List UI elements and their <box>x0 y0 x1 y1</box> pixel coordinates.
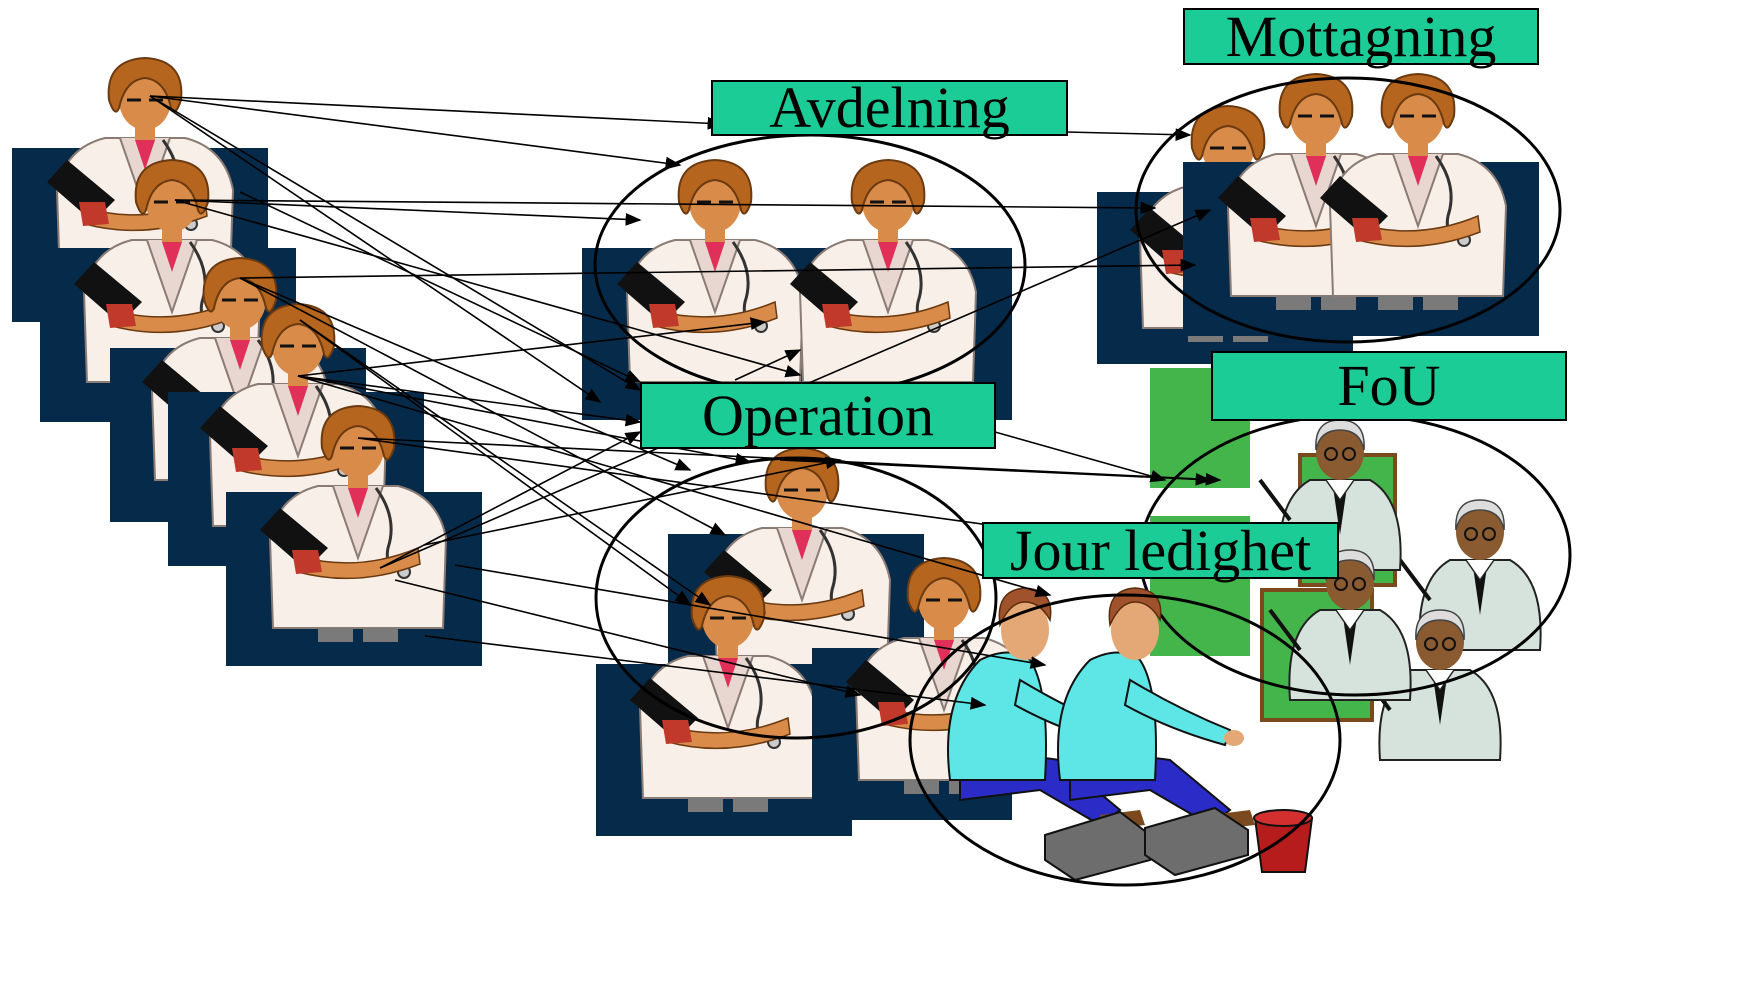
mottagning-ellipse <box>1134 76 1562 344</box>
label-avdelning: Avdelning <box>711 79 1068 137</box>
doctor-figure <box>615 158 805 398</box>
doctor-figure <box>788 158 978 398</box>
label-mottagning: Mottagning <box>1183 7 1539 65</box>
avdelning-group <box>582 133 1027 420</box>
jour-ellipse <box>908 593 1342 887</box>
operation-ellipse <box>594 456 998 740</box>
label-jour-ledighet: Jour ledighet <box>982 521 1339 579</box>
toolbox <box>1044 810 1151 882</box>
label-operation: Operation <box>640 382 996 449</box>
toolbox <box>1144 806 1249 877</box>
mottagning-group <box>1097 72 1562 364</box>
jour-group <box>908 587 1342 887</box>
staff-pool <box>12 56 482 666</box>
assignment-arrows <box>149 95 1222 710</box>
label-fou: FoU <box>1211 351 1567 421</box>
